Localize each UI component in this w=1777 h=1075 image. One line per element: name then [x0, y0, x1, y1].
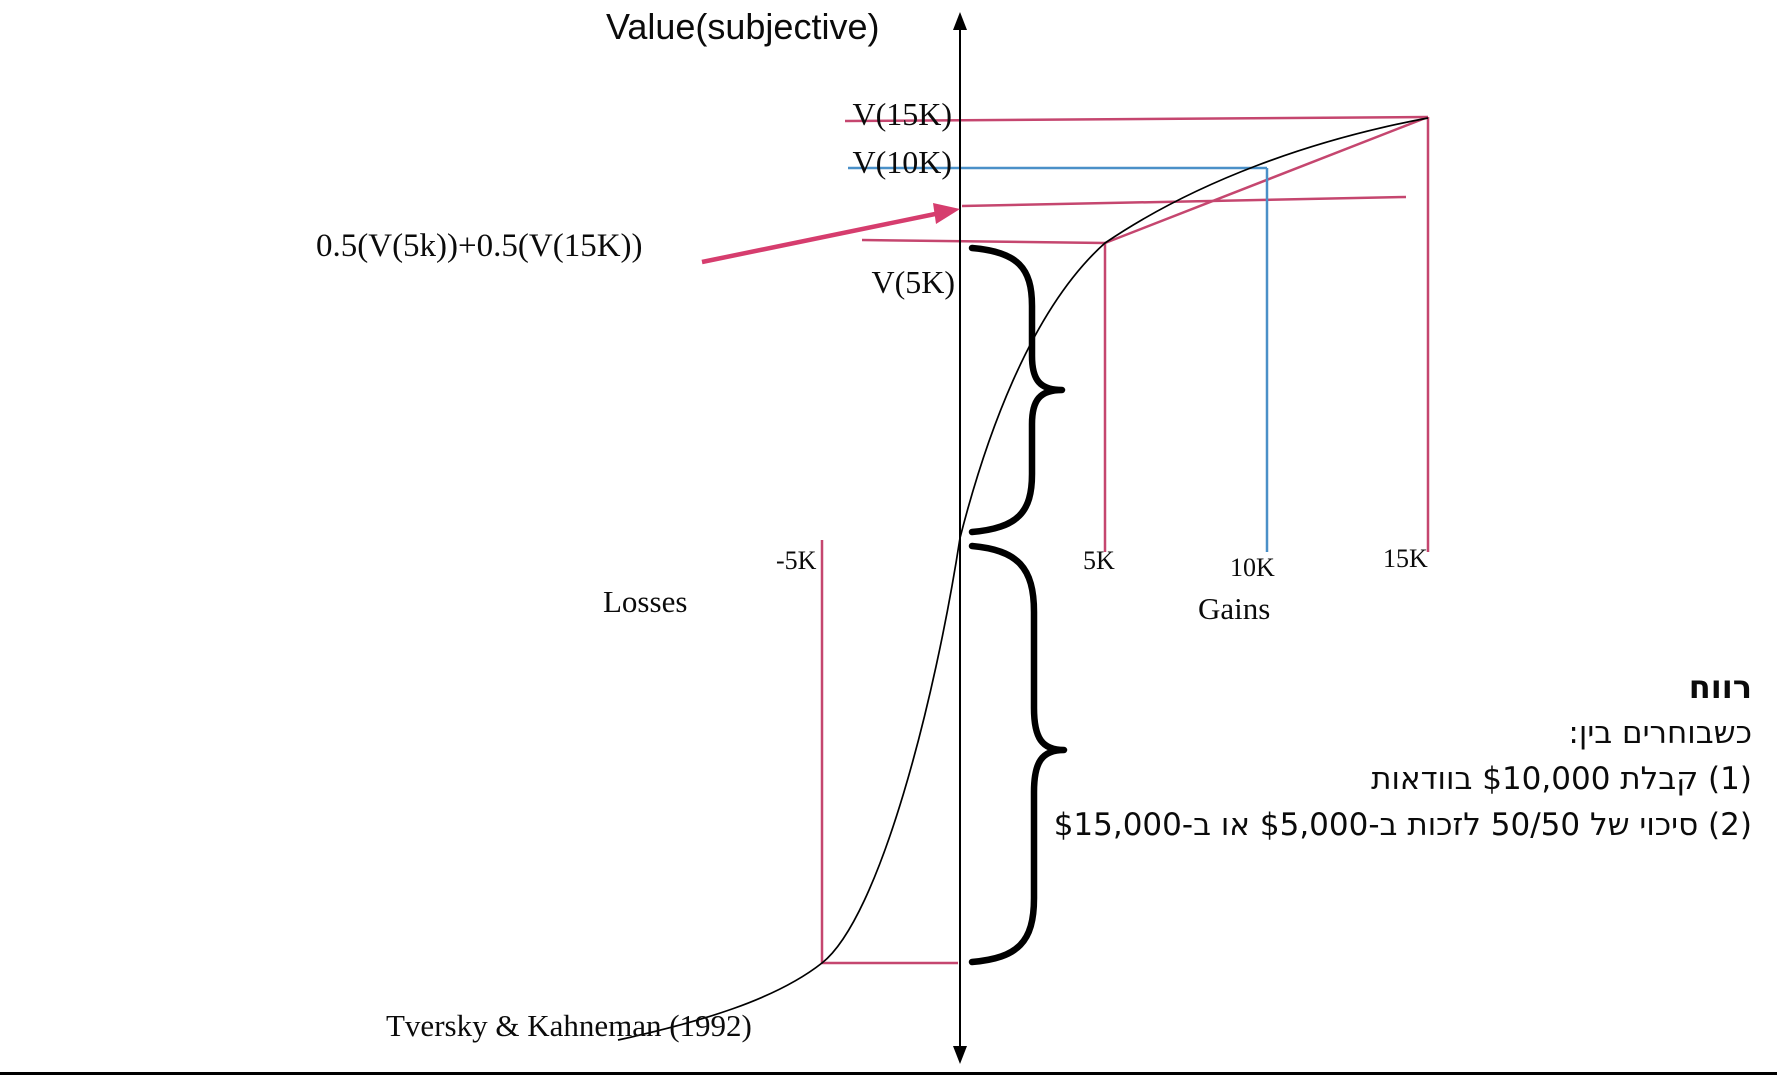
- note-option2: (2) סיכוי של 50/50 לזכות ב-$5,000 או ב-$…: [1053, 807, 1752, 843]
- note-line1: כשבוחרים בין:: [1568, 715, 1752, 751]
- v15k-line: [844, 115, 1429, 123]
- axis-arrow-up-icon: [953, 12, 967, 30]
- tick-15k-label: 15K: [1383, 544, 1428, 573]
- loss-value-brace: [968, 542, 1068, 966]
- certain-guide-lines: [848, 166, 1269, 552]
- expected-value-formula: 0.5(V(5k))+0.5(V(15K)): [316, 228, 643, 264]
- value-function-curve: [617, 117, 1429, 1041]
- note-option1: (1) קבלת $10,000 בוודאות: [1371, 761, 1752, 797]
- note-title: רווח: [1688, 668, 1752, 706]
- v5k-line: [861, 238, 1106, 245]
- tick-5k-label: 5K: [1083, 546, 1115, 575]
- hebrew-note: רווח כשבוחרים בין: (1) קבלת $10,000 בווד…: [1054, 664, 1752, 848]
- chart-title: Value(subjective): [606, 6, 880, 47]
- expected-value-arrow-shaft: [701, 210, 941, 265]
- citation: Tversky & Kahneman (1992): [386, 1008, 752, 1043]
- tick-neg5k-label: -5K: [776, 546, 817, 575]
- axis-arrow-down-icon: [953, 1046, 967, 1064]
- gains-label: Gains: [1198, 591, 1271, 626]
- value-braces: [968, 244, 1068, 966]
- gain-value-brace: [968, 244, 1066, 536]
- losses-label: Losses: [603, 584, 688, 619]
- v5k-label: V(5K): [871, 264, 955, 300]
- expected-value-line: [961, 195, 1407, 208]
- arrowhead-icon: [933, 203, 960, 224]
- v10k-label: V(10K): [852, 144, 952, 180]
- v15k-label: V(15K): [852, 96, 952, 132]
- tick-10k-label: 10K: [1230, 553, 1275, 582]
- expected-value-arrow: [701, 203, 960, 265]
